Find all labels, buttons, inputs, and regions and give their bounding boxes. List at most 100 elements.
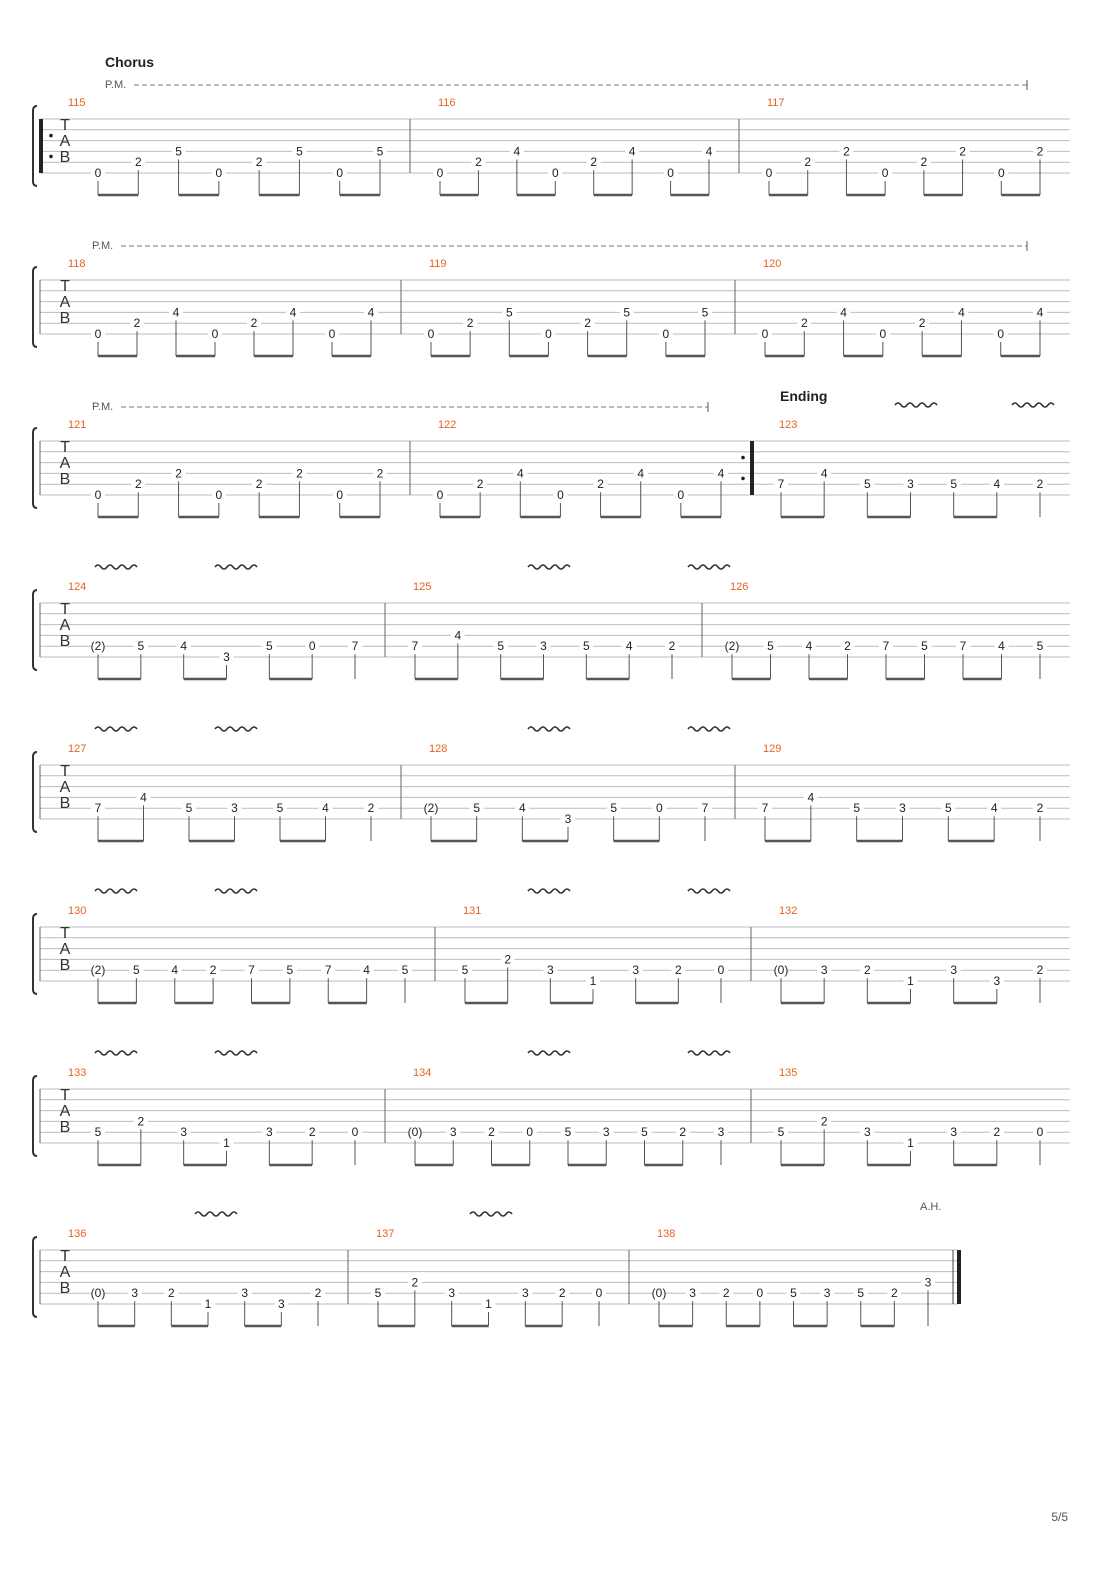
fret-background [879,641,893,654]
fret-background [719,1288,734,1301]
fret-number: 5 [1037,639,1044,653]
fret-number: 3 [864,1125,871,1139]
fret-number: 7 [325,963,332,977]
fret-background [954,307,969,320]
fret-number: 1 [907,974,914,988]
fret-number: 5 [296,144,303,158]
fret-number: 3 [565,812,572,826]
tab-clef-letter: A [60,617,71,634]
fret-background [252,479,267,492]
fret-number: 7 [352,639,359,653]
fret-background [484,1127,499,1140]
measure-number: 128 [429,743,447,755]
fret-background [127,1288,142,1301]
fret-number: 7 [778,477,785,491]
fret-number: 3 [632,963,639,977]
fret-background [1033,1127,1047,1140]
fret-background [219,652,234,664]
tab-clef-letter: B [60,1280,71,1297]
fret-background [714,1127,728,1140]
tab-clef-letter: B [60,149,71,166]
fret-number: 5 [375,1286,382,1300]
fret-background [895,803,910,816]
fret-number: (2) [424,801,439,815]
fret-number: 0 [216,166,223,180]
tab-clef-letter: B [60,795,71,812]
fret-background [543,965,558,978]
fret-number: 5 [402,963,409,977]
fret-number: (2) [91,639,106,653]
vibrato-mark [687,1050,731,1056]
fret-number: 5 [462,963,469,977]
fret-number: 5 [950,477,957,491]
fret-number: 4 [998,639,1005,653]
measure-number: 118 [68,258,86,270]
fret-background [555,1288,570,1301]
measure-number: 135 [779,1067,797,1079]
fret-background [625,146,640,159]
fret-background [286,307,300,320]
fret-number: 5 [921,639,928,653]
vibrato-mark [687,726,731,732]
fret-background [518,1288,533,1301]
fret-background [502,307,517,320]
fret-number: 3 [231,801,238,815]
vibrato-mark [1011,402,1055,408]
fret-background [513,468,528,481]
fret-background [786,1288,801,1301]
fret-background [989,479,1004,492]
fret-number: 0 [95,166,102,180]
fret-background [292,146,307,159]
repeat-dot [49,154,53,159]
fret-number: 3 [278,1297,285,1311]
fret-background [797,318,812,331]
fret-number: 2 [175,466,182,480]
fret-number: 0 [216,488,223,502]
fret-number: 5 [377,144,384,158]
fret-number: 3 [821,963,828,977]
fret-number: 0 [437,488,444,502]
fret-number: 3 [950,963,957,977]
fret-number: 4 [322,801,329,815]
fret-number: 5 [506,305,513,319]
fret-background [860,1127,875,1140]
fret-background [586,157,601,170]
fret-background [433,168,447,180]
fret-number: 5 [565,1125,572,1139]
fret-background [136,792,151,805]
system-bracket [32,1236,38,1318]
fret-number: 3 [925,1275,932,1289]
fret-background [446,1127,461,1140]
fret-background [171,146,186,159]
fret-number: 5 [610,801,617,815]
fret-number: 4 [171,963,178,977]
fret-number: 4 [626,639,633,653]
measure-number: 134 [413,1067,431,1079]
fret-background [131,479,146,492]
fret-number: 2 [843,144,850,158]
measure-number: 121 [68,419,86,431]
fret-background [839,146,854,159]
fret-background [522,1127,537,1140]
fret-background [553,490,568,502]
fret-number: 0 [336,488,343,502]
fret-background [752,1288,767,1301]
fret-number: 4 [1037,305,1044,319]
fret-number: 2 [821,1114,828,1128]
fret-background [292,468,307,481]
vibrato-mark [214,888,258,894]
vibrato-mark [687,888,731,894]
fret-number: 5 [641,1125,648,1139]
fret-background [853,1288,868,1301]
fret-number: 5 [497,639,504,653]
fret-background [622,641,637,654]
fret-background [169,307,183,320]
fret-number: 0 [95,488,102,502]
fret-number: (2) [91,963,106,977]
system-bracket [32,1075,38,1157]
system-bracket [32,105,38,187]
fret-number: 0 [762,327,769,341]
fret-background [321,965,336,978]
fret-background [993,329,1008,341]
tab-clef-letter: B [60,957,71,974]
